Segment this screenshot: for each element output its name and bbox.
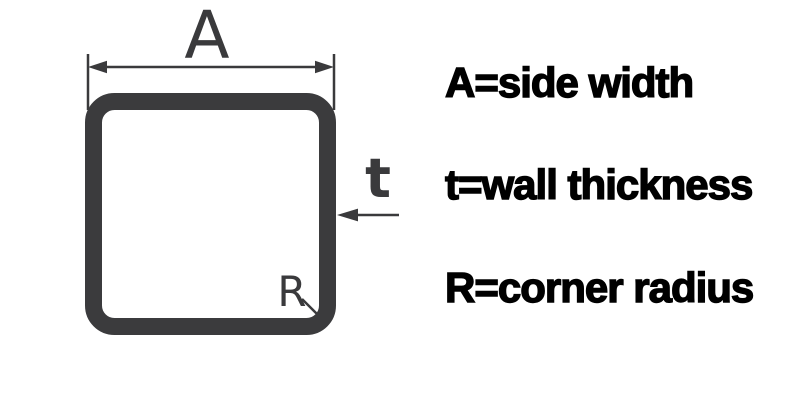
legend: A=side width t=wall thickness R=corner r… — [444, 0, 800, 400]
square-tube-cross-section-diagram: A t R — [85, 0, 399, 335]
legend-item-side-width: A=side width — [444, 59, 695, 106]
corner-radius-letter: R — [277, 267, 306, 316]
legend-item-wall-thickness: t=wall thickness — [444, 161, 754, 208]
width-arrowhead-right-icon — [315, 60, 334, 74]
legend-item-corner-radius: R=corner radius — [444, 264, 755, 311]
tube-wall-outline — [85, 93, 336, 335]
width-arrowhead-left-icon — [88, 60, 107, 74]
side-width-letter: A — [184, 0, 229, 74]
wall-thickness-letter: t — [365, 147, 391, 210]
thickness-arrowhead-icon — [337, 208, 358, 222]
corner-radius-leader-line — [301, 298, 318, 315]
